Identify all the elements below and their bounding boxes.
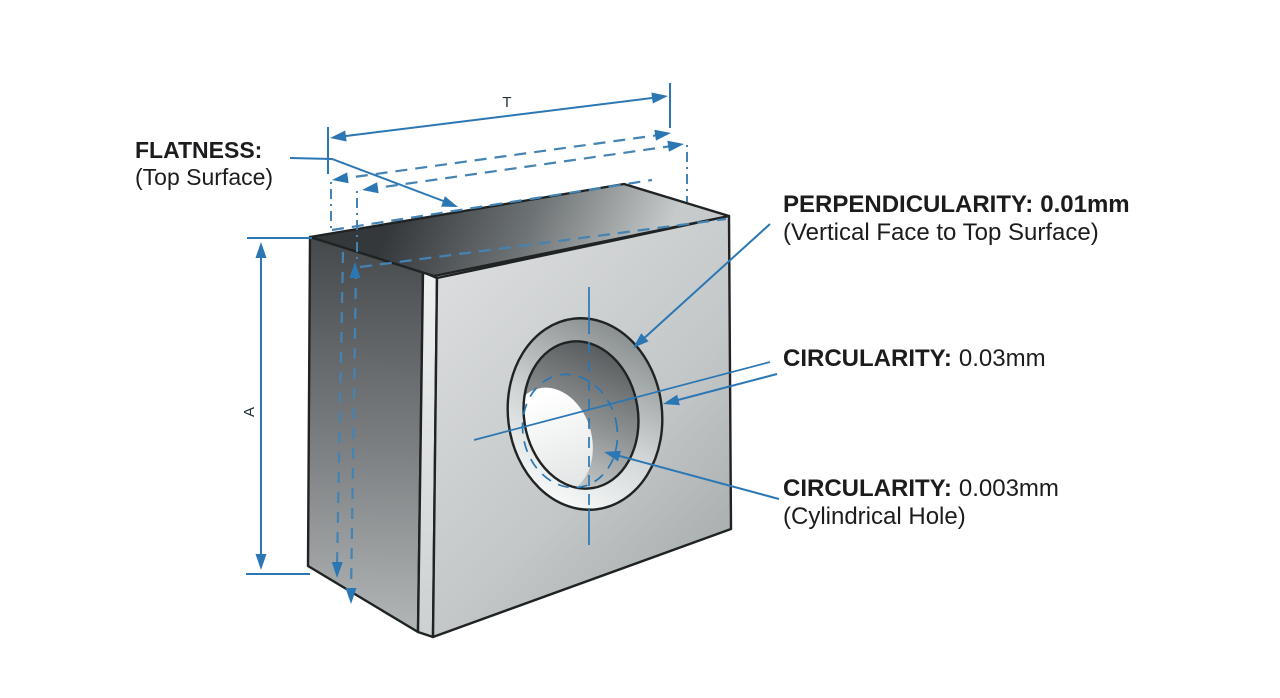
dim-label-T: T <box>502 94 511 111</box>
perpendicularity-zone-lines <box>331 251 361 604</box>
flatness-zone <box>330 129 727 269</box>
zone-surface-back-line <box>331 178 653 232</box>
callout-circularity-hole: CIRCULARITY:0.003mm (Cylindrical Hole) <box>783 475 1059 531</box>
hole-centerlines <box>473 287 771 545</box>
hole-bore-outline <box>522 340 640 490</box>
circularity-hole-title: CIRCULARITY: <box>783 475 952 502</box>
callout-flatness: FLATNESS: (Top Surface) <box>135 137 273 191</box>
centerline-horizontal <box>473 361 771 441</box>
circularity-hole-value: 0.003mm <box>958 475 1059 502</box>
circularity-hole-leader <box>604 450 780 500</box>
circularity-outer-leader <box>663 373 778 406</box>
cylindrical-hole <box>506 317 664 511</box>
dimension-A: A <box>241 237 312 575</box>
zone-upper-line <box>335 132 667 181</box>
circularity-outer-value: 0.03mm <box>958 345 1046 372</box>
t-dimension-line <box>333 95 665 139</box>
zone-lower-line <box>365 143 680 191</box>
circularity-outer-title: CIRCULARITY: <box>783 345 952 372</box>
perpendicularity-title: PERPENDICULARITY: <box>783 191 1034 218</box>
perpendicularity-value: 0.01mm <box>1040 191 1130 218</box>
dimension-T: T <box>327 83 671 174</box>
block-left-face <box>306 235 425 634</box>
flatness-title: FLATNESS: <box>135 137 263 163</box>
flatness-leader <box>289 157 458 207</box>
callout-perpendicularity: PERPENDICULARITY:0.01mm (Vertical Face t… <box>783 191 1130 247</box>
flatness-subtitle: (Top Surface) <box>135 164 274 190</box>
hole-hidden-circle <box>521 373 619 489</box>
perpendicularity-subtitle: (Vertical Face to Top Surface) <box>783 219 1099 246</box>
circularity-hole-subtitle: (Cylindrical Hole) <box>783 503 966 530</box>
perpendicularity-leader <box>633 223 771 348</box>
callout-circularity-outer: CIRCULARITY:0.03mm <box>783 345 1046 373</box>
dim-label-A: A <box>241 407 258 417</box>
zone-surface-front-line <box>359 217 727 269</box>
